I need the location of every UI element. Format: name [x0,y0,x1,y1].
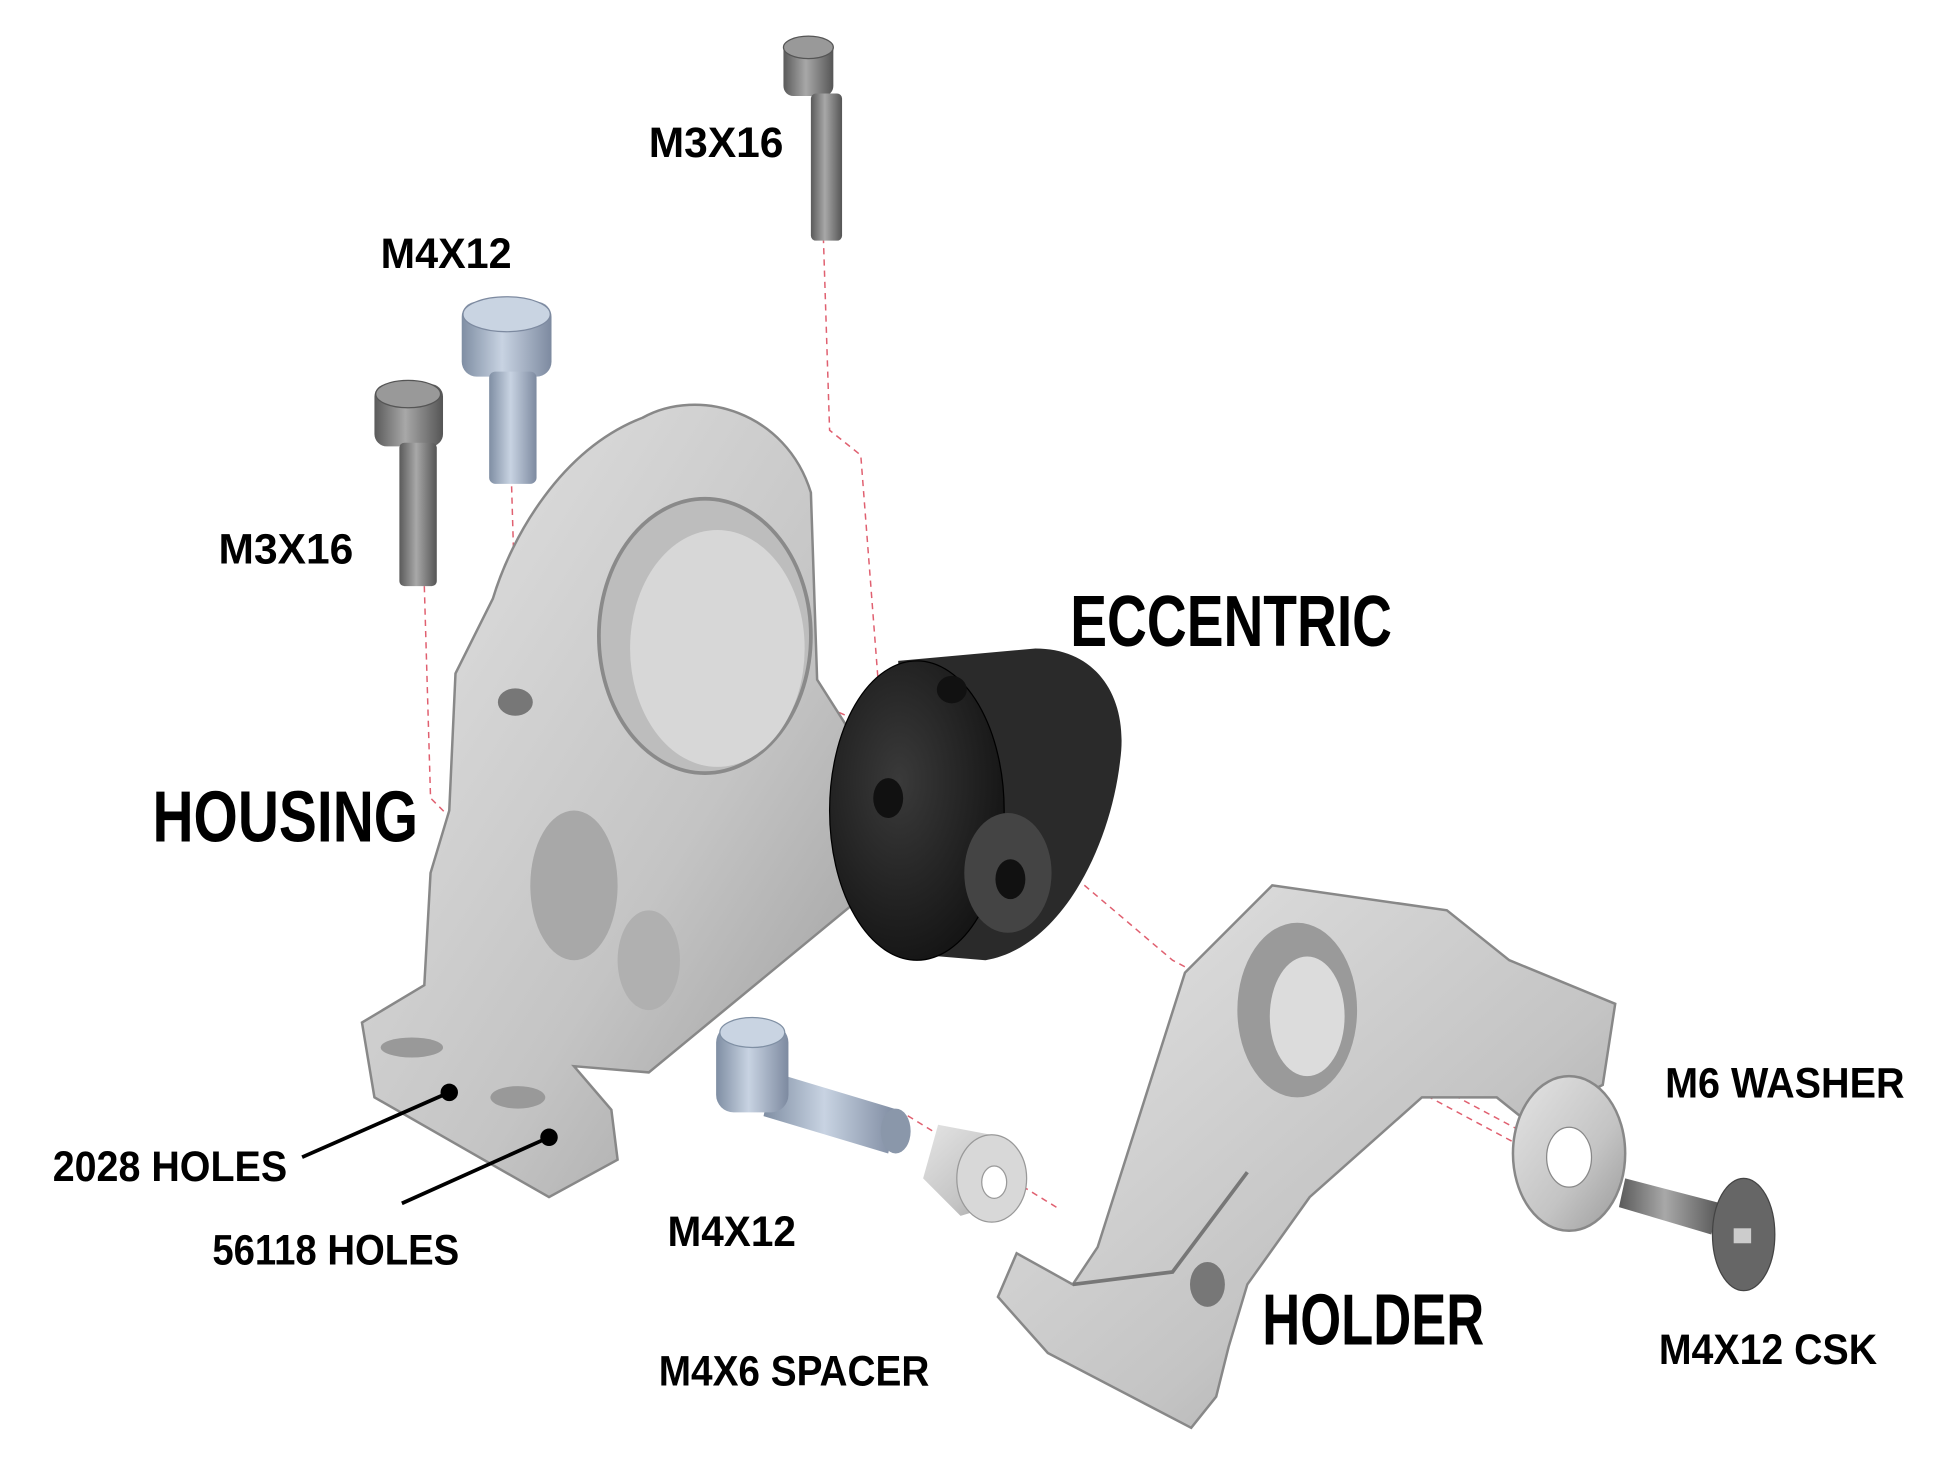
holes-56118-marker [540,1128,558,1147]
eccentric-part [828,648,1122,961]
m4x12-top-screw [461,296,552,484]
holes-2028-marker [440,1083,458,1102]
label-2028-holes: 2028 HOLES [53,1143,287,1190]
leader-2028-holes [301,1090,451,1159]
label-m4x12-bottom: M4X12 [667,1208,795,1255]
m4x12-csk-screw [1618,1177,1776,1292]
m4x6-spacer-part [923,1124,1028,1223]
label-56118-holes: 56118 HOLES [212,1226,459,1273]
m3x16-left-screw [374,379,444,587]
m3x16-top-screw [782,35,843,241]
label-m4x12-csk: M4X12 CSK [1659,1326,1878,1373]
label-housing: HOUSING [152,778,418,858]
m6-washer-part [1511,1074,1627,1233]
label-m3x16-left: M3X16 [219,526,354,573]
label-m4x6-spacer: M4X6 SPACER [659,1347,930,1394]
housing-part [360,403,863,1199]
label-eccentric: ECCENTRIC [1070,582,1392,662]
label-holder: HOLDER [1262,1280,1484,1360]
holder-part [996,884,1617,1430]
label-m6-washer: M6 WASHER [1665,1059,1904,1106]
m4x12-bottom-screw [716,1016,911,1154]
label-m4x12-top: M4X12 [381,230,512,277]
leader-56118-holes [401,1135,550,1206]
label-m3x16-top: M3X16 [649,119,784,166]
